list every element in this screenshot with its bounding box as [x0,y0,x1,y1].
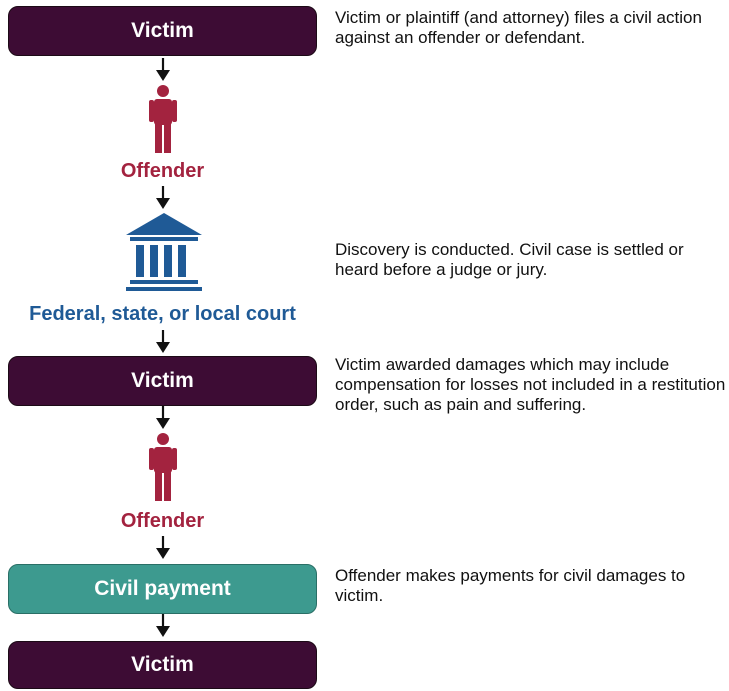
step-1-description: Victim or plaintiff (and attorney) files… [335,8,702,47]
victim-label-1: Victim [131,19,194,42]
offender-label-1: Offender [120,160,205,182]
civil-payment-label: Civil payment [94,577,231,600]
arrow-down-icon [156,536,170,559]
arrow-down-icon [156,614,170,637]
person-icon [149,85,177,153]
courthouse-icon [126,213,202,291]
arrow-down-icon [156,186,170,209]
step-2-description: Discovery is conducted. Civil case is se… [335,240,684,279]
person-icon [149,433,177,501]
victim-label-3: Victim [131,653,194,676]
victim-box-3: Victim [8,641,317,689]
victim-box-2: Victim [8,356,317,406]
arrow-down-icon [156,330,170,353]
court-label: Federal, state, or local court [29,303,296,325]
victim-label-2: Victim [131,369,194,392]
offender-label-2: Offender [120,510,205,532]
arrow-down-icon [156,58,170,81]
step-4-description: Offender makes payments for civil damage… [335,566,686,605]
civil-payment-box: Civil payment [8,564,317,614]
victim-box-1: Victim [8,6,317,56]
arrow-down-icon [156,406,170,429]
step-3-description: Victim awarded damages which may include… [335,355,726,414]
